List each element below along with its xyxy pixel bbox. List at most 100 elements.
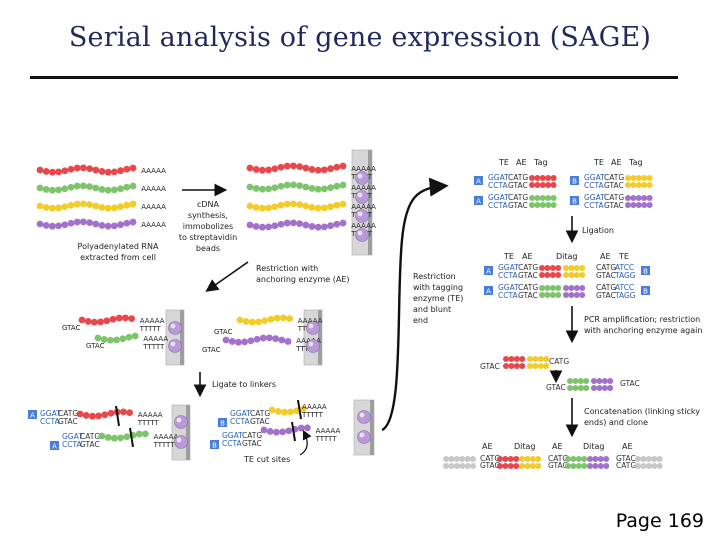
ligated-strand xyxy=(123,433,131,441)
ae-cut-strand xyxy=(259,334,267,342)
tag-bead xyxy=(635,202,642,208)
ditag-bead xyxy=(573,272,580,278)
tag-bead xyxy=(534,175,541,181)
step-concat-label: ends) and clone xyxy=(584,418,648,427)
tag-bead xyxy=(539,175,546,181)
polyt-tail: TTTTT xyxy=(301,411,324,419)
mrna-strand xyxy=(92,166,100,174)
col-ditag-header: Ditag xyxy=(556,252,578,261)
pcr-bead xyxy=(503,356,509,362)
polyt-tail: TTTTT xyxy=(142,343,165,351)
streptavidin-bead xyxy=(176,417,182,423)
concat-bead xyxy=(524,456,531,462)
concat-bead xyxy=(443,463,449,469)
pcr-bead xyxy=(591,378,597,384)
streptavidin-bead xyxy=(357,211,363,217)
streptavidin-bead xyxy=(168,321,182,335)
pcr-bead xyxy=(607,378,614,384)
cdna-strand xyxy=(296,182,303,190)
pcr-bead xyxy=(508,363,515,369)
ligated-strand xyxy=(82,412,90,419)
cdna-strand xyxy=(314,185,322,193)
cdna-strand xyxy=(265,166,272,174)
mrna-strand xyxy=(92,184,100,192)
col-ae-header: AE xyxy=(522,252,533,261)
cdna-strand xyxy=(259,185,266,193)
tag-bead xyxy=(630,182,637,188)
seq-ggat: GGAT xyxy=(498,263,519,272)
concat-bead xyxy=(502,463,509,469)
ae-cut-strand xyxy=(115,314,123,322)
seq-catg: CATG xyxy=(250,409,270,418)
mrna-strand xyxy=(111,204,118,212)
concat-bead xyxy=(575,456,582,462)
step-cdna-label: synthesis, xyxy=(188,211,228,220)
seq-ccta: CCTA xyxy=(488,201,508,210)
linker-b xyxy=(570,176,579,185)
mrna-strand xyxy=(129,200,137,208)
tag-bead xyxy=(529,202,535,208)
seq-ccta: CCTA xyxy=(230,417,250,426)
concat-bead xyxy=(640,463,647,469)
ditag-bead xyxy=(568,272,575,278)
step-extract-label: Polyadenylated RNA xyxy=(78,242,159,251)
ditag-bead xyxy=(544,272,551,278)
step-cdna-label: beads xyxy=(196,244,220,253)
mrna-strand xyxy=(36,220,44,228)
cdna-strand xyxy=(271,203,279,211)
ae-cut-strand xyxy=(100,336,108,343)
pcr-bead xyxy=(532,363,539,369)
seq-ggat: GGAT xyxy=(40,409,61,418)
mrna-strand xyxy=(129,218,137,226)
bead-column-3 xyxy=(318,310,322,365)
ae-cut-strand xyxy=(236,316,244,324)
mrna-strand xyxy=(117,167,124,175)
mrna-strand xyxy=(80,218,87,226)
tag-bead xyxy=(625,202,631,208)
linker-label: B xyxy=(643,268,648,276)
tag-bead xyxy=(529,175,535,181)
ae-cut-strand xyxy=(125,333,133,341)
cdna-strand xyxy=(321,185,328,193)
ditag-bead xyxy=(568,292,575,298)
pcr-bead xyxy=(543,356,550,362)
seq-gtac: GTAC xyxy=(62,324,81,332)
ditag-bead xyxy=(544,265,551,271)
cdna-strand xyxy=(333,182,341,190)
concat-bead xyxy=(464,463,471,469)
cdna-strand xyxy=(271,222,279,230)
concat-bead xyxy=(453,463,460,469)
ditag-bead xyxy=(563,272,569,278)
tag-bead xyxy=(545,175,552,181)
ditag-bead xyxy=(555,272,562,278)
concat-bead xyxy=(581,463,588,469)
linker-label: A xyxy=(476,198,481,206)
streptavidin-bead xyxy=(359,432,365,438)
seq-gtac: GTAC xyxy=(518,291,538,300)
tag-bead xyxy=(539,182,546,188)
seq-gtac: GTAC xyxy=(616,454,636,463)
cdna-strand xyxy=(302,164,310,172)
ae-cut-strand xyxy=(241,338,249,346)
cdna-strand xyxy=(327,184,334,192)
col-ae-header: AE xyxy=(622,442,633,451)
cdna-strand xyxy=(314,204,322,212)
seq-ggat: GGAT xyxy=(498,283,519,292)
polya-tail: AAAAA xyxy=(140,317,165,325)
ligated-strand xyxy=(76,410,84,418)
tag-bead xyxy=(635,182,642,188)
pcr-bead xyxy=(527,363,533,369)
streptavidin-bead xyxy=(174,435,188,449)
bead-column-2 xyxy=(180,310,184,365)
cdna-strand xyxy=(314,223,322,231)
mrna-strand xyxy=(55,222,62,230)
mrna-strand xyxy=(42,168,50,175)
tag-bead xyxy=(545,182,552,188)
ae-cut-strand xyxy=(119,335,127,343)
linker-b xyxy=(641,286,650,295)
mrna-strand xyxy=(67,183,75,191)
ligated-strand xyxy=(98,432,106,440)
pcr-bead xyxy=(572,378,579,384)
col-ditag-header: Ditag xyxy=(583,442,605,451)
concat-bead xyxy=(570,456,577,462)
